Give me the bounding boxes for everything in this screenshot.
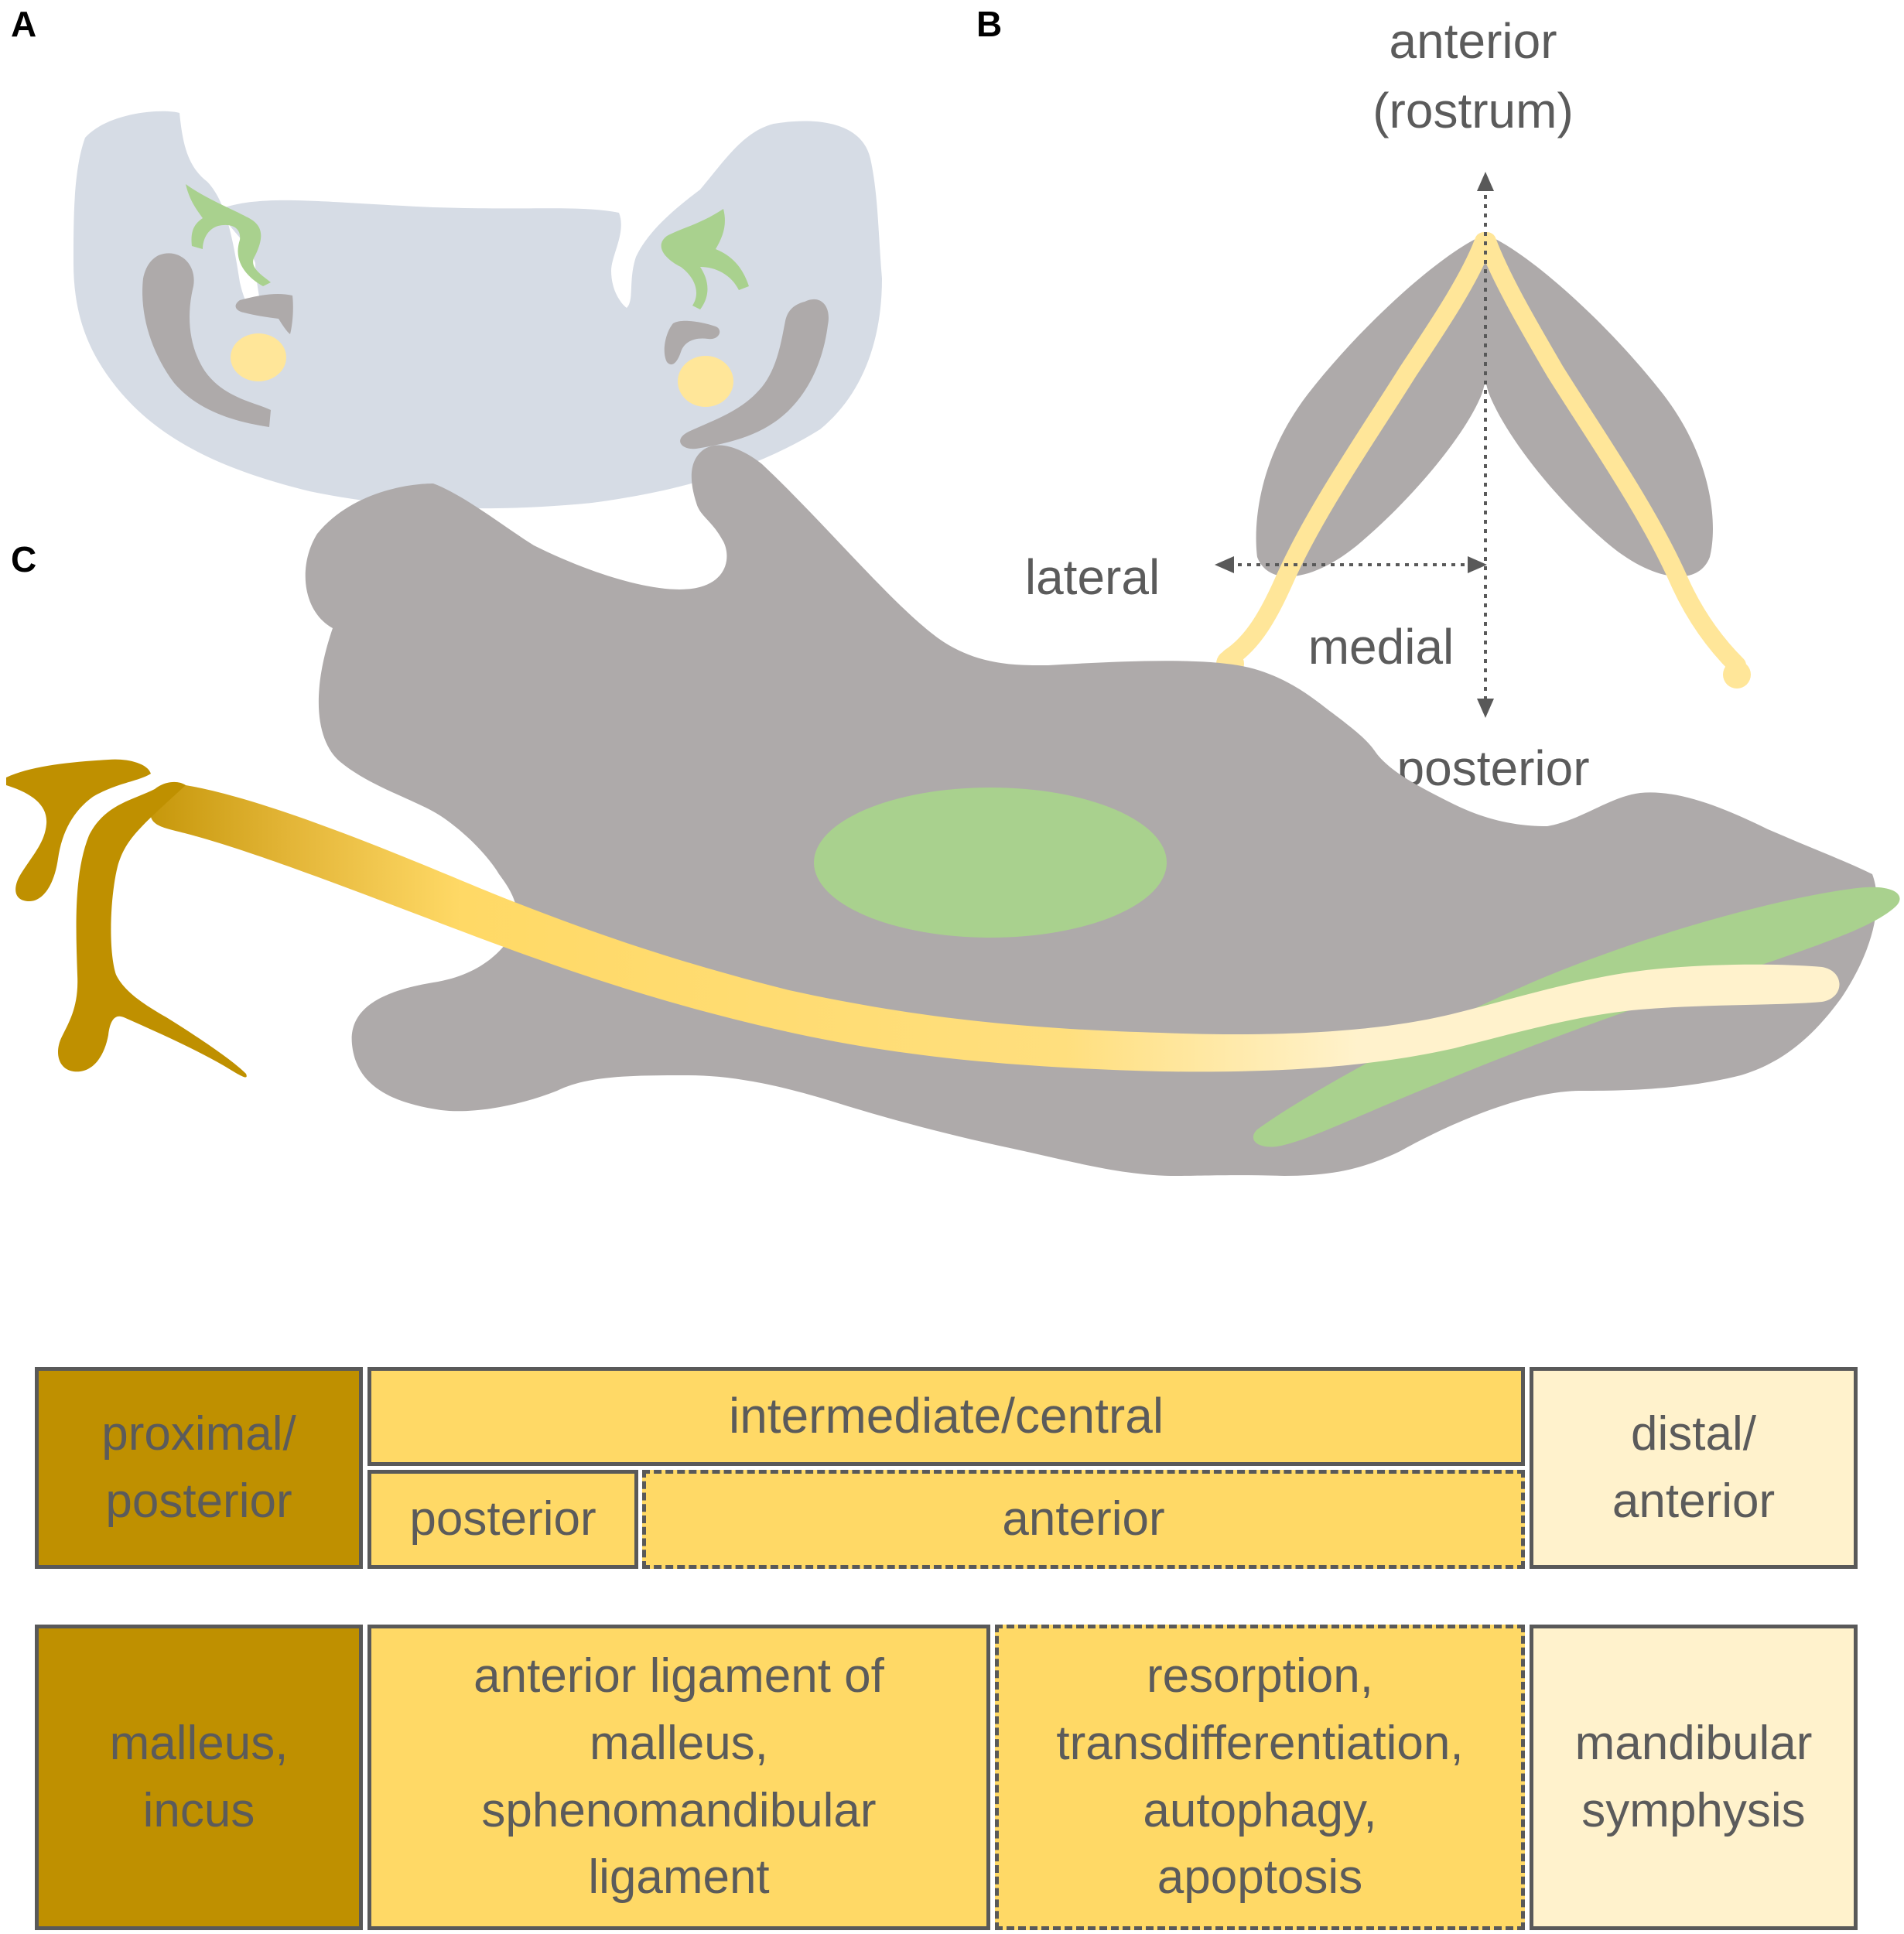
panel-b-mandible-schematic: anterior(rostrum) lateral medial posteri… (1025, 13, 1751, 796)
table-distal-anterior-text: distal/ anterior (1612, 1406, 1776, 1528)
table-proximal-posterior-text: proximal/ posterior (101, 1406, 296, 1528)
table-fate-symphysis-text: mandibular symphysis (1574, 1716, 1813, 1837)
meckel-end-right (1723, 661, 1751, 689)
table-proximal-posterior: proximal/ posterior (35, 1367, 363, 1569)
table-fate-malleus-incus: malleus, incus (35, 1625, 363, 1930)
green-structure-left (186, 184, 271, 286)
mandible-right-half (1480, 236, 1713, 577)
label-medial: medial (1308, 619, 1454, 675)
table-intermediate-central: intermediate/central (367, 1367, 1525, 1466)
figure-drawing: anterior(rostrum) lateral medial posteri… (6, 13, 1900, 1176)
arrowhead-lateral (1215, 556, 1234, 573)
incus (6, 759, 151, 901)
yellow-cartilage-left (231, 333, 286, 381)
panel-label-a: A (11, 4, 37, 44)
table-fate-resorption: resorption, transdifferentiation, autoph… (995, 1625, 1525, 1930)
meckel-cartilage-right-arm (1478, 232, 1746, 675)
yellow-cartilage-right (678, 356, 733, 407)
table-intermediate-anterior-text: anterior (1002, 1492, 1165, 1546)
cartilage-condyle-green (814, 788, 1167, 938)
table-intermediate-posterior-text: posterior (409, 1492, 596, 1546)
panel-a-section (73, 111, 882, 509)
table-fate-ligaments: anterior ligament of malleus, sphenomand… (367, 1625, 990, 1930)
label-lateral: lateral (1025, 549, 1160, 605)
gray-bone-left-small (235, 294, 293, 334)
gray-bone-right-large (680, 299, 829, 449)
head-tissue-section (73, 111, 882, 509)
table-intermediate-posterior: posterior (367, 1470, 638, 1569)
arrowhead-anterior (1477, 172, 1494, 191)
table-fate-symphysis: mandibular symphysis (1530, 1625, 1858, 1930)
meckel-cartilage-left-arm (1221, 232, 1493, 667)
malleus (58, 781, 247, 1078)
table-fate-resorption-text: resorption, transdifferentiation, autoph… (1056, 1649, 1464, 1905)
arrowhead-medial (1468, 556, 1487, 573)
panel-label-b: B (976, 4, 1003, 44)
table-fate-ligaments-text: anterior ligament of malleus, sphenomand… (473, 1649, 884, 1905)
gray-bone-left-large (142, 253, 271, 427)
table-intermediate-anterior: anterior (642, 1470, 1525, 1569)
gray-bone-right-small (664, 320, 720, 365)
label-anterior: anterior(rostrum) (1372, 13, 1574, 138)
table-intermediate-central-text: intermediate/central (728, 1388, 1164, 1444)
label-posterior: posterior (1397, 740, 1590, 796)
panel-label-c: C (11, 539, 37, 579)
meckel-cartilage-rod (150, 784, 1840, 1072)
green-structure-right (661, 209, 749, 309)
table-distal-anterior: distal/ anterior (1530, 1367, 1858, 1569)
arrowhead-posterior (1477, 699, 1494, 718)
table-fate-malleus-incus-text: malleus, incus (109, 1716, 289, 1837)
panel-c-lateral-view (6, 445, 1900, 1176)
